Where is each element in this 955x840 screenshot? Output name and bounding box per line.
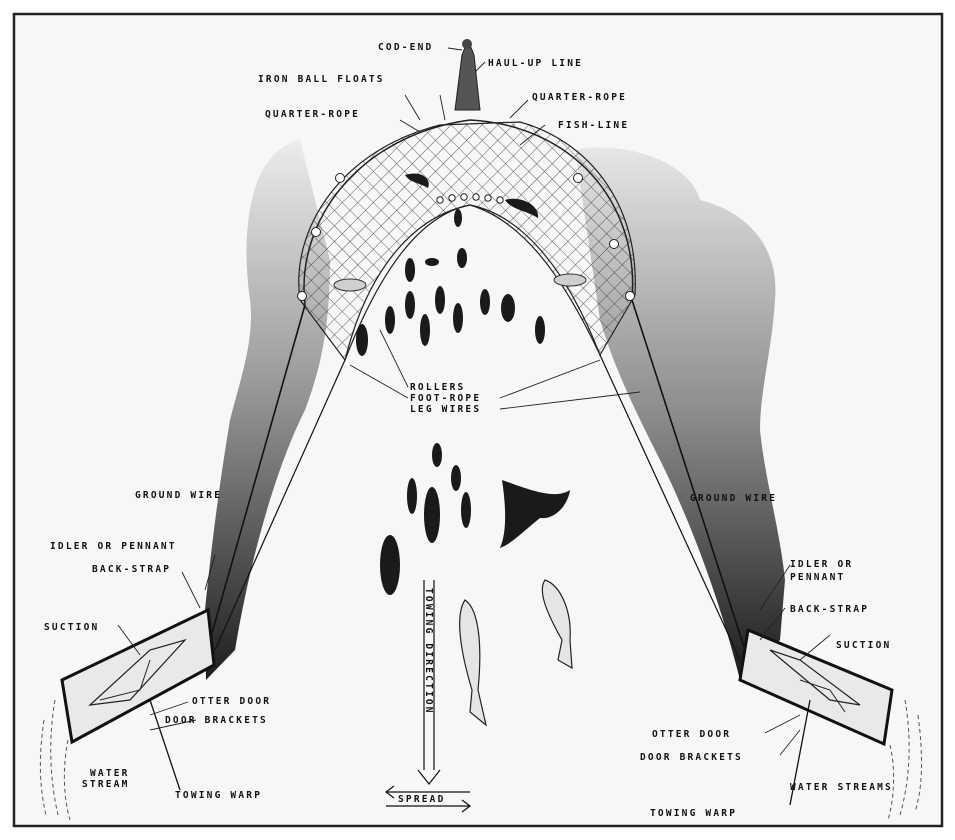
label-suction-left: SUCTION bbox=[44, 622, 99, 633]
label-back-strap-right: BACK-STRAP bbox=[790, 604, 869, 615]
label-iron-ball-floats: IRON BALL FLOATS bbox=[258, 74, 385, 85]
float bbox=[610, 240, 619, 249]
label-rollers: ROLLERS bbox=[410, 382, 465, 393]
cod-end-knot bbox=[462, 39, 472, 49]
label-door-brackets-right: DOOR BRACKETS bbox=[640, 752, 743, 763]
float bbox=[574, 174, 583, 183]
float bbox=[626, 292, 635, 301]
label-quarter-rope-right: QUARTER-ROPE bbox=[532, 92, 627, 103]
label-leg-wires: LEG WIRES bbox=[410, 404, 481, 415]
label-suction-right: SUCTION bbox=[836, 640, 891, 651]
label-spread: SPREAD bbox=[398, 794, 446, 805]
label-haul-up-line: HAUL-UP LINE bbox=[488, 58, 583, 69]
label-water-stream-left-1: WATER bbox=[90, 768, 130, 779]
float bbox=[336, 174, 345, 183]
float bbox=[298, 292, 307, 301]
label-towing-warp-left: TOWING WARP bbox=[175, 790, 262, 801]
label-quarter-rope-left: QUARTER-ROPE bbox=[265, 109, 360, 120]
label-idler-right-1: IDLER OR bbox=[790, 559, 853, 570]
label-otter-door-left: OTTER DOOR bbox=[192, 696, 271, 707]
label-water-streams-right: WATER STREAMS bbox=[790, 782, 893, 793]
label-towing-direction: TOWING DIRECTION bbox=[423, 588, 434, 715]
float bbox=[312, 228, 321, 237]
label-towing-warp-right: TOWING WARP bbox=[650, 808, 737, 819]
label-ground-wire-right: GROUND WIRE bbox=[690, 493, 777, 504]
label-door-brackets-left: DOOR BRACKETS bbox=[165, 715, 268, 726]
label-back-strap-left: BACK-STRAP bbox=[92, 564, 171, 575]
label-foot-rope: FOOT-ROPE bbox=[410, 393, 481, 404]
label-otter-door-right: OTTER DOOR bbox=[652, 729, 731, 740]
label-ground-wire-left: GROUND WIRE bbox=[135, 490, 222, 501]
label-water-stream-left-2: STREAM bbox=[82, 779, 130, 790]
label-idler-left: IDLER OR PENNANT bbox=[50, 541, 177, 552]
label-idler-right-2: PENNANT bbox=[790, 572, 845, 583]
label-cod-end: COD-END bbox=[378, 42, 433, 53]
label-fish-line: FISH-LINE bbox=[558, 120, 629, 131]
